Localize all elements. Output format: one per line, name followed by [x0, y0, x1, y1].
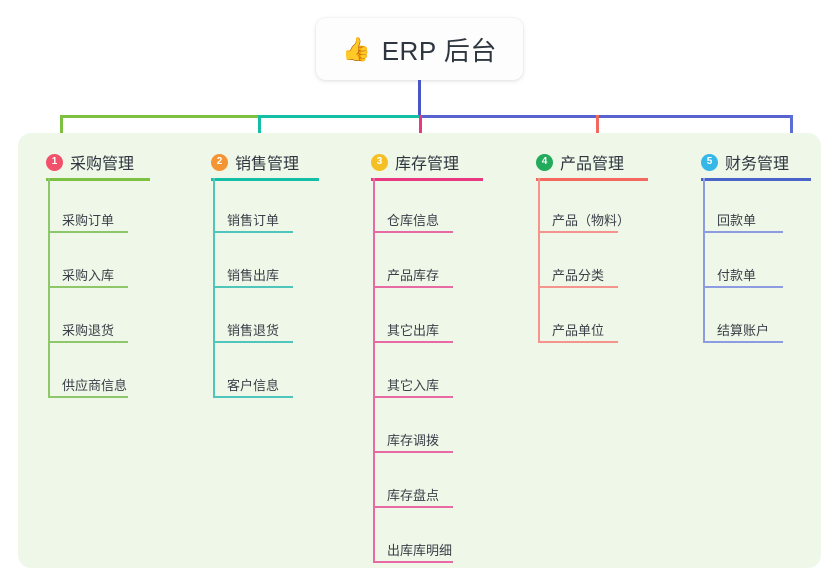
branch-header-rule-3: [371, 178, 483, 181]
branch-item-label: 产品单位: [552, 323, 605, 338]
root-title: ERP 后台: [381, 35, 497, 66]
branch-item-rule: [213, 396, 293, 398]
branch-item-label: 出库库明细: [387, 543, 453, 558]
branch-header-3[interactable]: 3 库存管理: [371, 150, 459, 174]
branch-item-rule: [48, 286, 128, 288]
thumbs-up-icon: 👍: [342, 35, 371, 62]
branch-item-rule: [538, 341, 618, 343]
branch-item-label: 采购退货: [62, 323, 115, 338]
branches-panel: 1 采购管理采购订单采购入库采购退货供应商信息 2 销售管理销售订单销售出库销售退货客…: [18, 133, 821, 568]
branch-spine-3: [373, 178, 375, 561]
branch-item-label: 销售退货: [227, 323, 280, 338]
branch-header-rule-5: [701, 178, 811, 181]
branch-item-label: 产品库存: [387, 268, 440, 283]
branch-item-rule: [538, 286, 618, 288]
branch-item-rule: [703, 341, 783, 343]
branch-item-label: 库存调拨: [387, 433, 440, 448]
branch-item-rule: [213, 231, 293, 233]
branch-header-5[interactable]: 5 财务管理: [701, 150, 789, 174]
branch-item-rule: [373, 396, 453, 398]
branch-item-label: 销售订单: [227, 213, 280, 228]
branch-item-rule: [373, 341, 453, 343]
drop-line-4: [596, 115, 599, 148]
branch-spine-4: [538, 178, 540, 341]
branch-title-4: 产品管理: [560, 156, 625, 173]
branch-item-label: 库存盘点: [387, 488, 440, 503]
branch-item-rule: [703, 231, 783, 233]
branch-item-label: 其它出库: [387, 323, 440, 338]
branch-item-rule: [48, 231, 128, 233]
drop-line-5: [790, 115, 793, 148]
branch-item-label: 产品分类: [552, 268, 605, 283]
drop-line-3: [419, 115, 422, 148]
branch-header-rule-4: [536, 178, 648, 181]
bus-segment-teal: [258, 115, 422, 118]
branch-item-rule: [373, 506, 453, 508]
branch-title-3: 库存管理: [395, 156, 460, 173]
branch-title-2: 销售管理: [235, 156, 300, 173]
branch-badge-3: 3: [371, 153, 388, 171]
branch-item-label: 产品（物料）: [552, 213, 631, 228]
branch-item-rule: [373, 286, 453, 288]
branch-badge-1: 1: [46, 153, 63, 171]
branch-item-rule: [48, 396, 128, 398]
branch-item-label: 销售出库: [227, 268, 280, 283]
branch-item-rule: [373, 561, 453, 563]
branch-item-rule: [48, 341, 128, 343]
branch-item-label: 客户信息: [227, 378, 280, 393]
branch-item-label: 仓库信息: [387, 213, 440, 228]
drop-line-1: [60, 115, 63, 148]
branch-header-1[interactable]: 1 采购管理: [46, 150, 134, 174]
branch-item-rule: [213, 341, 293, 343]
branch-item-label: 结算账户: [717, 323, 770, 338]
branch-item-label: 供应商信息: [62, 378, 128, 393]
bus-segment-blue: [419, 115, 793, 118]
branch-spine-5: [703, 178, 705, 341]
branch-title-1: 采购管理: [70, 156, 135, 173]
branch-item-rule: [373, 451, 453, 453]
branch-item-rule: [213, 286, 293, 288]
root-node-erp-backend[interactable]: 👍 ERP 后台: [316, 18, 523, 80]
branch-badge-2: 2: [211, 153, 228, 171]
branch-item-label: 采购订单: [62, 213, 115, 228]
branch-header-rule-1: [46, 178, 150, 181]
branch-title-5: 财务管理: [725, 156, 790, 173]
branch-item-rule: [373, 231, 453, 233]
branch-header-4[interactable]: 4 产品管理: [536, 150, 624, 174]
drop-line-2: [258, 115, 261, 148]
branch-badge-4: 4: [536, 153, 553, 171]
branch-header-2[interactable]: 2 销售管理: [211, 150, 299, 174]
branch-item-rule: [703, 286, 783, 288]
branch-item-label: 其它入库: [387, 378, 440, 393]
trunk-line: [418, 80, 421, 118]
branch-header-rule-2: [211, 178, 319, 181]
branch-item-label: 回款单: [717, 213, 757, 228]
bus-segment-green: [60, 115, 261, 118]
branch-item-rule: [538, 231, 618, 233]
branch-badge-5: 5: [701, 153, 718, 171]
branch-item-label: 采购入库: [62, 268, 115, 283]
branch-item-label: 付款单: [717, 268, 757, 283]
